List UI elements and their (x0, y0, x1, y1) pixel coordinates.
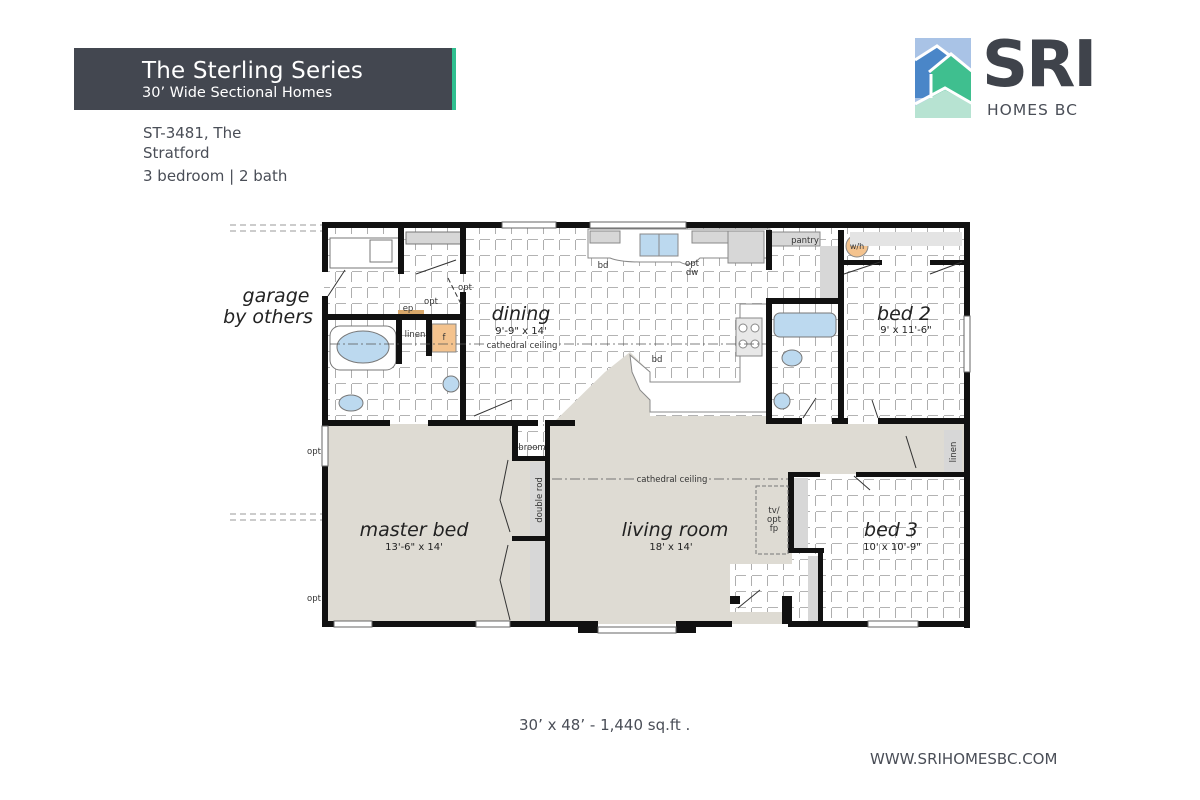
pantry-label: pantry (791, 236, 819, 246)
svg-text:dw: dw (686, 268, 698, 278)
svg-text:cathedral ceiling: cathedral ceiling (487, 341, 558, 351)
svg-text:w/h: w/h (850, 242, 864, 251)
svg-text:cathedral ceiling: cathedral ceiling (637, 475, 708, 485)
svg-text:opt: opt (685, 259, 700, 269)
room-bed-3: bed 3 (864, 519, 918, 541)
model-line-2: Stratford (143, 144, 210, 162)
svg-text:by others: by others (223, 306, 313, 328)
room-master-bed: master bed (360, 519, 470, 541)
garage-label: garage (243, 285, 310, 307)
svg-text:bd: bd (598, 261, 609, 271)
svg-text:double rod: double rod (535, 477, 545, 523)
svg-text:9'-9" x 14': 9'-9" x 14' (495, 326, 546, 337)
svg-text:linen: linen (949, 442, 959, 463)
series-banner: The Sterling Series 30’ Wide Sectional H… (74, 48, 456, 110)
series-subtitle: 30’ Wide Sectional Homes (142, 85, 333, 101)
logo-subtext: HOMES BC (987, 101, 1078, 119)
room-dining: dining (492, 303, 551, 325)
svg-text:opt: opt (307, 594, 322, 604)
svg-text:13'-6" x 14': 13'-6" x 14' (385, 542, 443, 553)
svg-text:opt: opt (307, 447, 322, 457)
kitchen-counters (587, 228, 771, 413)
model-name: ST-3481, The Stratford (143, 123, 241, 163)
svg-text:9' x 11'-6": 9' x 11'-6" (880, 325, 931, 336)
doors (327, 259, 963, 621)
furnace-icon (431, 323, 457, 353)
bed-bath-count: 3 bedroom | 2 bath (143, 167, 288, 185)
svg-text:opt: opt (767, 515, 782, 525)
svg-text:opt: opt (424, 297, 439, 307)
walls (322, 222, 970, 633)
svg-text:18' x 14': 18' x 14' (649, 542, 692, 553)
svg-text:broom: broom (518, 443, 545, 453)
svg-text:f: f (443, 333, 447, 343)
room-bed-2: bed 2 (877, 303, 931, 325)
svg-text:opt: opt (458, 283, 473, 293)
room-living-room: living room (622, 519, 729, 541)
svg-text:ep: ep (403, 304, 414, 314)
svg-text:linen: linen (405, 330, 426, 340)
series-title: The Sterling Series (142, 58, 364, 84)
garage-outline (230, 224, 322, 521)
svg-text:bd: bd (652, 355, 663, 365)
bath-fixtures (329, 231, 837, 412)
website-url: WWW.SRIHOMESBC.COM (870, 750, 1058, 768)
svg-text:tv/: tv/ (768, 506, 779, 516)
home-size: 30’ x 48’ - 1,440 sq.ft . (519, 716, 691, 734)
model-line-1: ST-3481, The (143, 124, 242, 142)
svg-text:fp: fp (770, 524, 778, 534)
logo-house-icon (915, 38, 974, 118)
svg-text:10' x 10'-9": 10' x 10'-9" (863, 542, 921, 553)
logo-wordmark: SRI (982, 28, 1097, 102)
